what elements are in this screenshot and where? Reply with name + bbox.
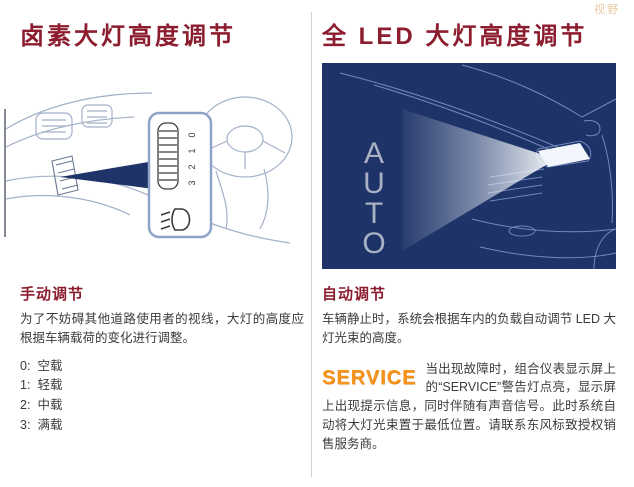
auto-label-letter: A [364,137,384,170]
headlight-glow [538,143,590,167]
dial-mark: 1 [187,148,197,153]
load-level-item: 0: 空载 [20,358,304,375]
car-beam-drawing: A U T O [322,63,616,269]
led-title: 全 LED 大灯高度调节 [322,23,588,50]
load-level-value: 0: [20,358,31,373]
dial-marks: 0 1 2 3 [187,132,197,185]
dial-mark: 2 [187,164,197,169]
load-level-item: 2: 中载 [20,397,304,414]
load-level-item: 1: 轻载 [20,377,304,394]
load-level-label: 轻载 [37,378,63,393]
thumbwheel [157,122,179,190]
auto-adjust-heading: 自动调节 [322,286,387,303]
halogen-section: 卤素大灯高度调节 [4,16,304,437]
load-level-value: 1: [20,378,31,393]
pointer-wedge [60,161,154,189]
halogen-title: 卤素大灯高度调节 [20,23,236,50]
headlight-beam [402,109,556,251]
dashboard-drawing: 0 1 2 3 [4,92,293,244]
auto-label-letter: O [362,227,385,260]
manual-adjust-description: 为了不妨碍其他道路使用者的视线，大灯的高度应根据车辆载荷的变化进行调整。 [20,312,304,345]
load-level-list: 0: 空载 1: 轻载 2: 中载 3: 满载 [20,358,304,435]
service-warning-badge: SERVICE [322,366,417,389]
load-level-item: 3: 满载 [20,417,304,434]
led-section: 全 LED 大灯高度调节 [322,16,616,453]
adjuster-knob [51,155,79,196]
load-level-label: 满载 [37,418,63,433]
load-level-value: 2: [20,398,31,413]
load-level-label: 空载 [37,358,63,373]
load-level-value: 3: [20,418,31,433]
column-divider [311,12,312,477]
led-illustration: A U T O [322,63,616,269]
low-beam-headlight-icon [160,208,191,231]
auto-label-letter: U [363,167,385,200]
car-outline [339,64,616,269]
callout-box: 0 1 2 3 [147,111,213,239]
service-description: 当出现故障时，组合仪表显示屏上的“SERVICE”警告灯点亮，显示屏上出现提示信… [322,361,616,451]
halogen-illustration: 0 1 2 3 [2,63,294,269]
auto-adjust-description: 车辆静止时，系统会根据车内的负载自动调节 LED 大灯光束的高度。 [322,312,616,345]
dial-mark: 0 [187,132,197,137]
auto-label: A U T O [362,137,385,260]
dial-mark: 3 [187,180,197,185]
manual-adjust-heading: 手动调节 [20,286,85,303]
dashboard-lines [5,92,293,244]
auto-label-letter: T [365,197,383,230]
page-header-tag: 视野 [594,4,620,16]
load-level-label: 中载 [37,398,63,413]
